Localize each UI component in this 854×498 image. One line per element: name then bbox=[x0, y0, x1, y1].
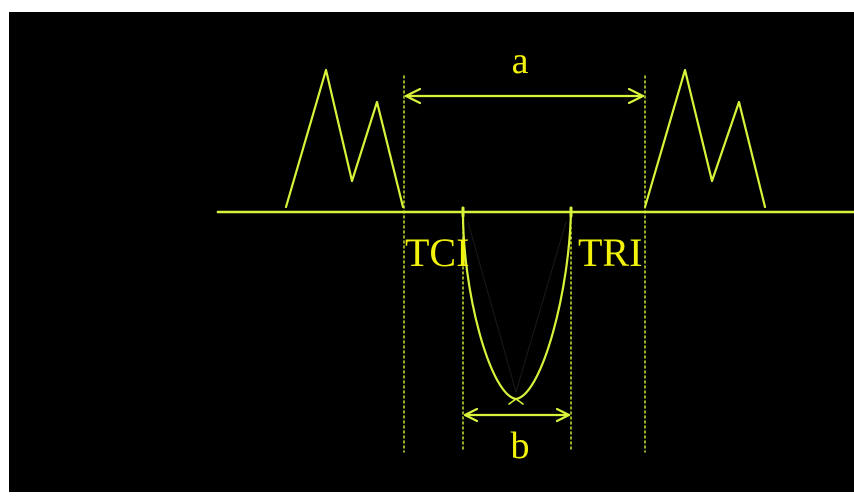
arrowhead-a-left bbox=[404, 87, 422, 105]
trough-bottom-mark bbox=[508, 398, 524, 405]
arrowhead-a-right bbox=[627, 87, 645, 105]
label-tri: TRI bbox=[578, 230, 642, 275]
trough-inner-v bbox=[467, 221, 567, 394]
left-waveform bbox=[284, 68, 405, 209]
right-waveform bbox=[643, 68, 767, 209]
arrowhead-b-right bbox=[555, 407, 571, 423]
label-b: b bbox=[511, 425, 530, 467]
label-tci: TCI bbox=[405, 230, 469, 275]
label-a: a bbox=[512, 40, 529, 82]
background-panel bbox=[9, 12, 854, 492]
arrowhead-b-left bbox=[463, 407, 479, 423]
